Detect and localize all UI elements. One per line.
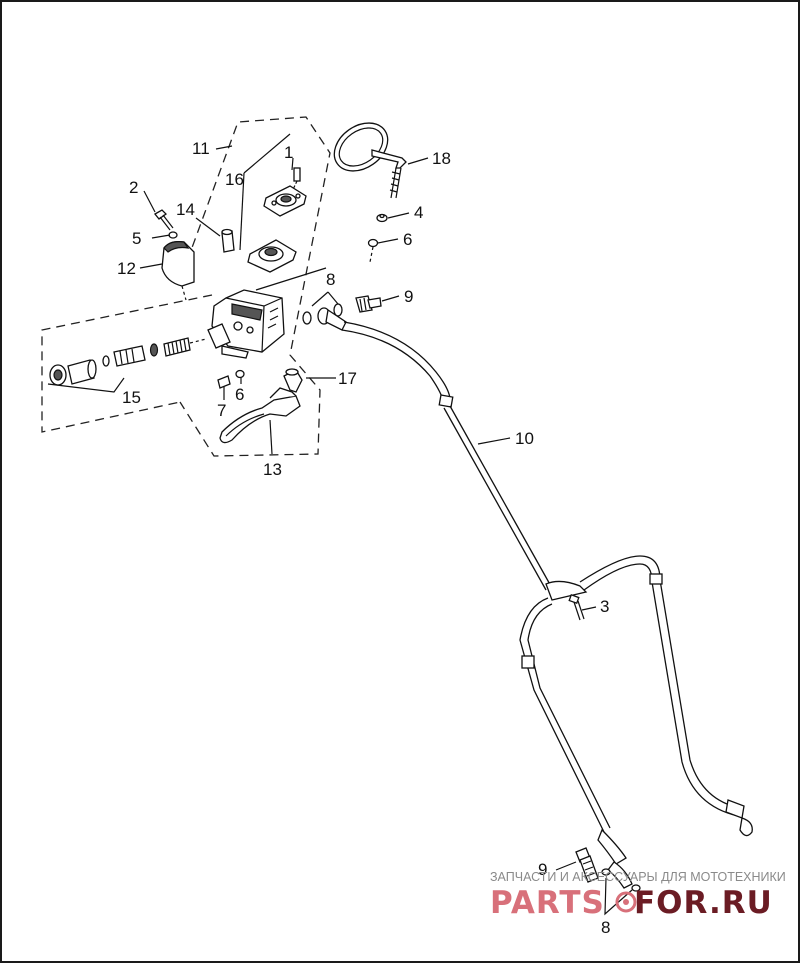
watermark-brand-left: PARTS [490, 885, 605, 921]
washer-4 [376, 213, 388, 223]
callout-10: 10 [515, 429, 534, 448]
callout-13: 13 [263, 460, 282, 479]
callout-16: 16 [225, 170, 244, 189]
callout-5: 5 [132, 229, 141, 248]
group-outline-15 [41, 294, 213, 433]
clutch-lever-13 [219, 387, 301, 444]
reservoir-cap-screw-1 [289, 167, 301, 197]
pivot-pin-14 [221, 228, 235, 253]
piston-kit-15 [49, 337, 207, 386]
callout-17: 17 [338, 369, 357, 388]
callout-1: 1 [284, 143, 293, 162]
callout-4: 4 [414, 203, 423, 222]
callout-8-lower: 8 [601, 918, 610, 937]
watermark-brand-right: FOR.RU [634, 885, 773, 921]
callout-labels: 1 2 3 4 5 6 6 7 8 8 9 9 10 11 12 13 14 1… [117, 139, 610, 937]
callout-3: 3 [600, 597, 609, 616]
callout-6-upper: 6 [403, 230, 412, 249]
mirror-assembly [333, 122, 407, 199]
callout-8-upper: 8 [326, 270, 335, 289]
watermark: ЗАПЧАСТИ И АКСЕССУАРЫ ДЛЯ МОТОТЕХНИКИ PA… [490, 870, 786, 921]
callout-9-lower: 9 [538, 860, 547, 879]
banjo-washer-8-lower-a [601, 868, 611, 876]
handlebar-clamp-12 [161, 240, 195, 301]
banjo-bolt-9-upper [355, 295, 382, 313]
callout-18: 18 [432, 149, 451, 168]
clutch-hose-10 [317, 307, 753, 889]
callout-14: 14 [176, 200, 195, 219]
washer-5 [168, 231, 178, 239]
clamp-screw-2 [154, 209, 174, 231]
callout-12: 12 [117, 259, 136, 278]
watermark-caption: ЗАПЧАСТИ И АКСЕССУАРЫ ДЛЯ МОТОТЕХНИКИ [490, 870, 786, 884]
group-outline-11 [179, 116, 331, 457]
callout-7: 7 [217, 401, 226, 420]
bushing-17 [283, 368, 303, 393]
callout-11: 11 [192, 139, 210, 158]
banjo-washer-8-lower-b [631, 884, 641, 892]
banjo-washer-8-a [302, 311, 312, 325]
callout-2: 2 [129, 178, 138, 197]
master-cylinder-body [207, 289, 285, 359]
reservoir-diaphragm [247, 239, 297, 273]
watermark-gear-icon [615, 891, 637, 913]
callout-9-upper: 9 [404, 287, 413, 306]
callout-6-lever: 6 [235, 385, 244, 404]
banjo-bolt-9-lower [575, 847, 599, 883]
lever-pin-7 [217, 375, 231, 389]
nut-6-upper [367, 238, 379, 248]
lever-nut-6 [235, 369, 245, 379]
reservoir-cover-16 [263, 185, 307, 217]
callout-15: 15 [122, 388, 141, 407]
leader-lines [47, 133, 633, 916]
mounting-screw-3 [568, 593, 585, 621]
